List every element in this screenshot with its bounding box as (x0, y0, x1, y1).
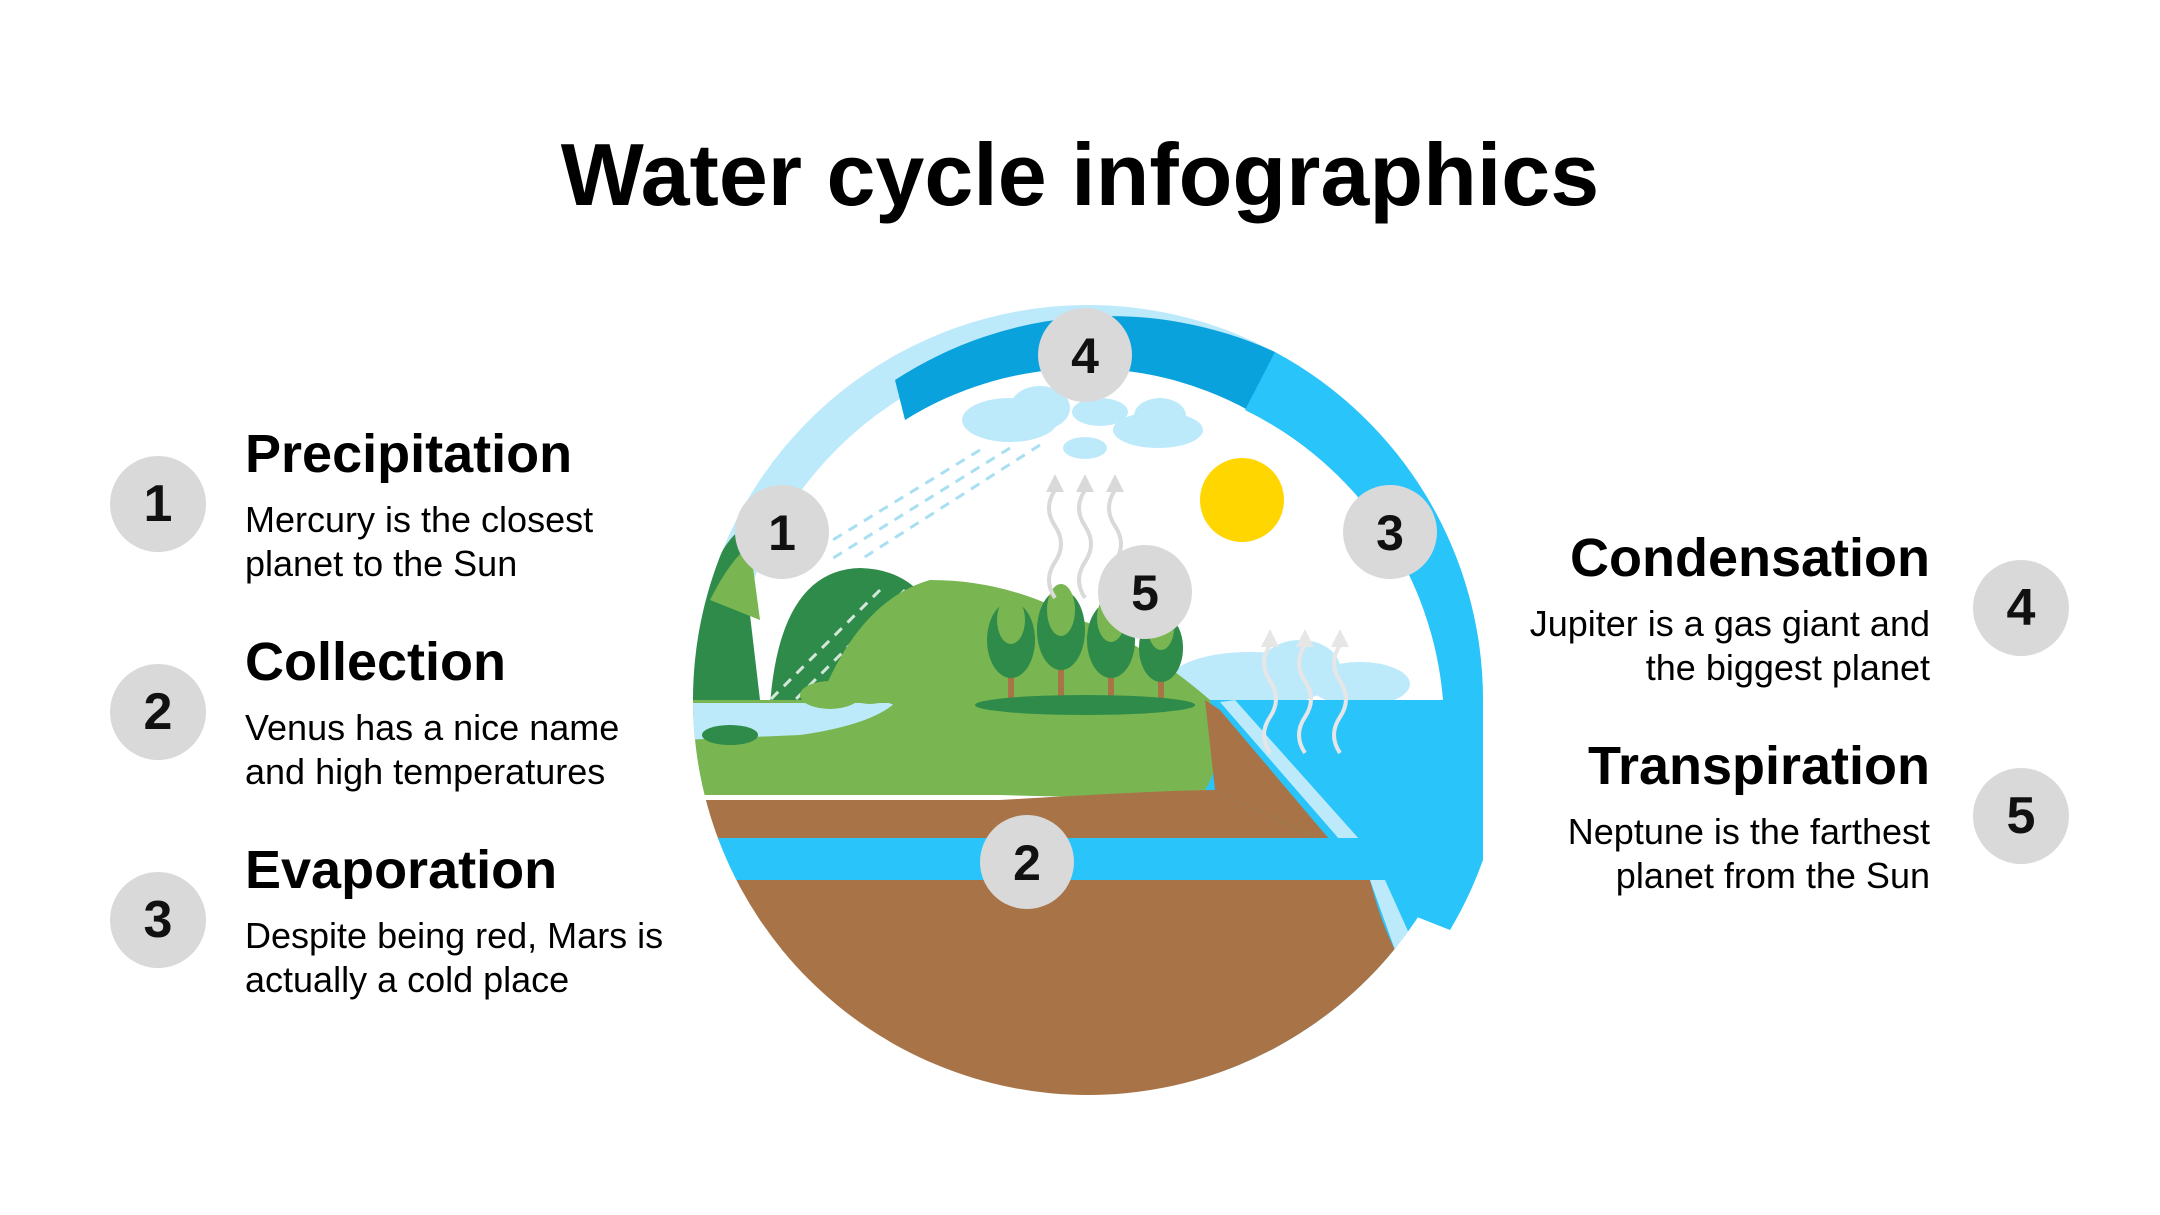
svg-text:2: 2 (1013, 835, 1041, 891)
diagram-badge-3: 3 (1343, 485, 1437, 579)
svg-text:5: 5 (1131, 565, 1159, 621)
soil-layer (693, 790, 1320, 840)
step-4-badge: 4 (1973, 560, 2069, 656)
evaporation-arrows-icon (1262, 643, 1348, 755)
step-2-title: Collection (245, 632, 507, 692)
step-2-badge: 2 (110, 664, 206, 760)
svg-text:1: 1 (768, 505, 796, 561)
step-1-badge: 1 (110, 456, 206, 552)
step-1-title: Precipitation (245, 424, 573, 484)
diagram-badge-1: 1 (735, 485, 829, 579)
step-5-title: Transpiration (1587, 736, 1930, 796)
page-title: Water cycle infographics (560, 125, 1600, 224)
diagram-badge-2: 2 (980, 815, 1074, 909)
sun-icon (1200, 458, 1284, 542)
diagram-badge-5: 5 (1098, 545, 1192, 639)
bedrock (693, 880, 1483, 1095)
step-4-title: Condensation (1570, 528, 1930, 588)
step-5-badge: 5 (1973, 768, 2069, 864)
diagram-badge-4: 4 (1038, 308, 1132, 402)
cycle-arrow-right (1245, 352, 1483, 930)
svg-text:4: 4 (1071, 328, 1099, 384)
step-3-badge: 3 (110, 872, 206, 968)
svg-text:3: 3 (1376, 505, 1404, 561)
step-3-title: Evaporation (245, 840, 558, 900)
cloud-icon (962, 386, 1203, 459)
